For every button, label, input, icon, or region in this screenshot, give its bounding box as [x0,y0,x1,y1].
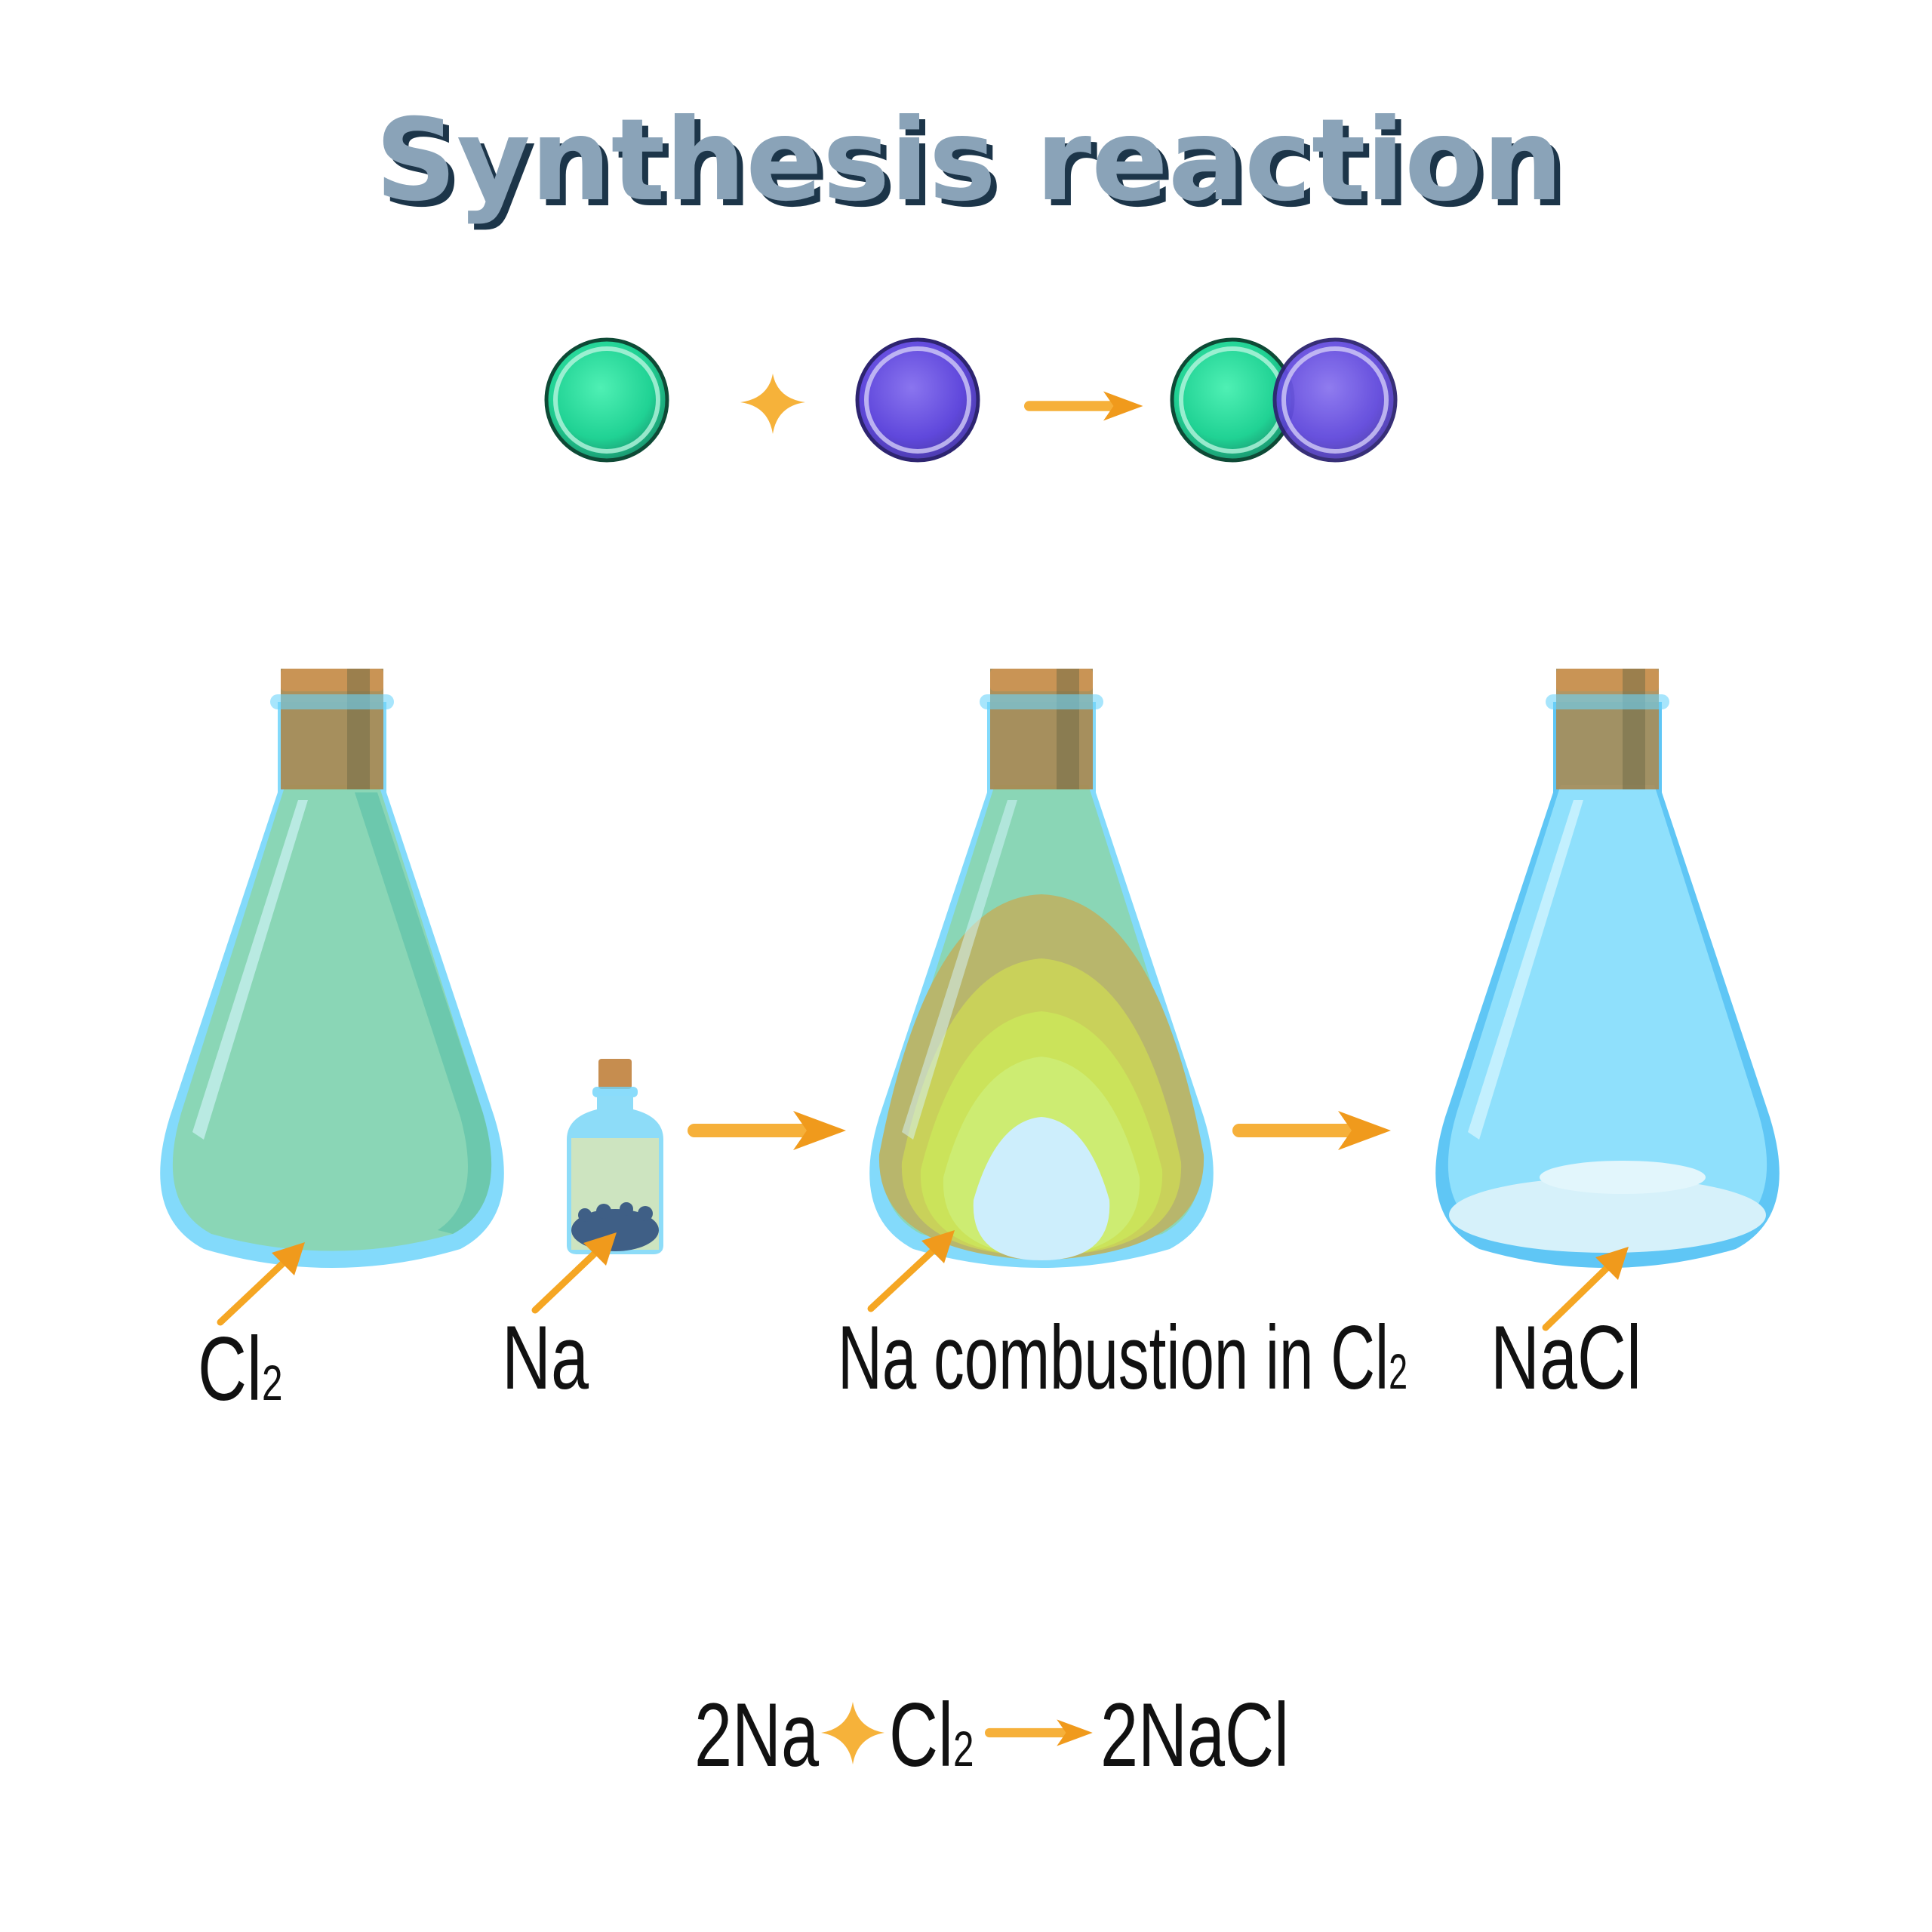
process-arrow-2-icon [1232,1111,1391,1150]
label-na: Na [502,1308,589,1409]
equation-plus-icon [821,1702,884,1764]
green-atom-icon [544,337,669,463]
plus-icon [740,374,805,434]
equation-reactant-chlorine: Cl2 [889,1685,974,1786]
chlorine-flask-icon [160,669,504,1268]
combustion-flask-icon [869,669,1214,1268]
salt-flask-icon [1435,669,1780,1268]
sodium-bottle-icon [567,1059,663,1254]
equation-arrow-icon [985,1719,1093,1746]
pointer-arrow-combustion-icon [867,1230,955,1312]
pointer-arrow-cl2-icon [217,1242,305,1326]
equation-product: 2NaCl [1100,1685,1289,1786]
label-cl2: Cl2 [198,1319,283,1420]
chemical-equation: 2Na Cl2 2NaCl [694,1685,1289,1786]
label-nacl: NaCl [1491,1308,1641,1409]
pointer-arrow-nacl-icon [1542,1247,1629,1331]
nacl-molecule-icon [1170,337,1398,463]
yields-arrow-icon [1024,391,1143,421]
equation-reactant-sodium: 2Na [694,1685,819,1786]
page-title: Synthesis reaction [375,95,1563,226]
purple-atom-icon [855,337,980,463]
pointer-arrow-na-icon [531,1232,617,1314]
process-arrow-1-icon [688,1111,846,1150]
pointer-arrows [217,1230,1629,1331]
atom-equation-row [544,337,1398,463]
label-combustion: Na combustion in Cl2 [838,1306,1407,1407]
